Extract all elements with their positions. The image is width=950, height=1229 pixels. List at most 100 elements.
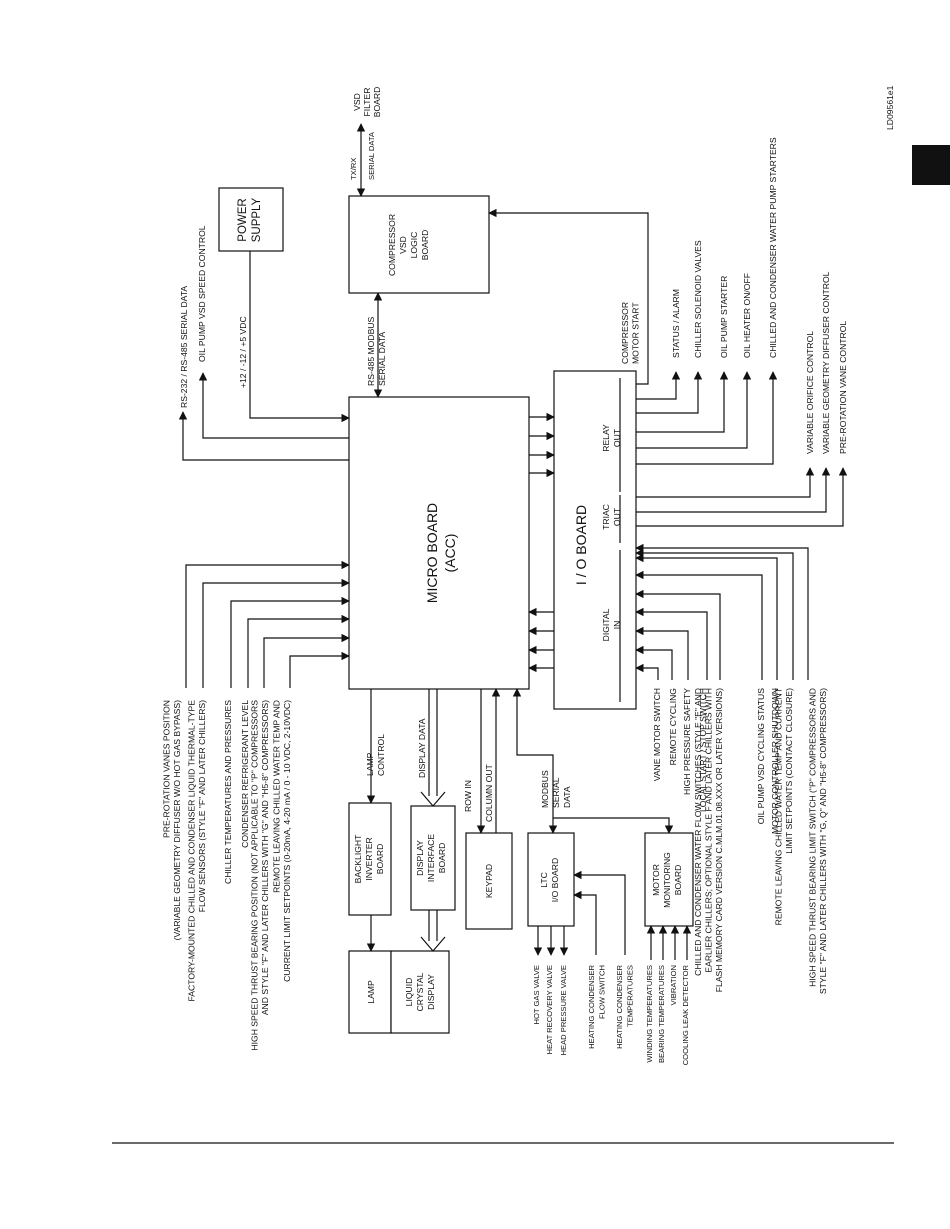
svg-text:CONTROL: CONTROL [376, 734, 386, 776]
backlight-inverter-label: BACKLIGHT INVERTER BOARD [353, 834, 385, 883]
motor-input-label: COOLING LEAK DETECTOR [681, 964, 690, 1065]
svg-text:VSD: VSD [398, 236, 408, 254]
svg-text:COMPRESSOR: COMPRESSOR [387, 214, 397, 276]
micro-input-label: CHILLER TEMPERATURES AND PRESSURES [223, 700, 233, 884]
triac-output-line [636, 467, 848, 527]
svg-text:(ACC): (ACC) [442, 534, 458, 573]
svg-text:LAMP: LAMP [365, 752, 375, 776]
display-data-label: DISPLAY DATA [417, 718, 427, 778]
display-interface-label: DISPLAY INTERFACE BOARD [415, 834, 447, 882]
micro-board-box [348, 396, 530, 690]
motor-input-label: BEARING TEMPERATURES [657, 965, 666, 1063]
digital-input-label-line: HIGH SPEED THRUST BEARING LIMIT SWITCH (… [808, 688, 818, 987]
relay-output-label-line: COMPRESSOR [620, 302, 630, 364]
micro-input-line [202, 578, 350, 688]
svg-text:INVERTER: INVERTER [364, 837, 374, 880]
ltc-input-label-line: FLOW SWITCH [598, 965, 607, 1019]
svg-text:BOARD: BOARD [372, 87, 382, 118]
svg-text:SERIAL: SERIAL [551, 777, 561, 808]
digital-input-line [635, 663, 659, 680]
relay-output-line [636, 371, 778, 465]
svg-text:DATA: DATA [562, 786, 572, 808]
digital-input-line [635, 607, 708, 680]
micro-input-label: CONDENSER REFRIGERANT LEVEL [240, 700, 250, 848]
digital-input-line [635, 548, 794, 680]
svg-text:LOGIC: LOGIC [409, 232, 419, 259]
lcd-label: LIQUID CRYSTAL DISPLAY [404, 972, 436, 1011]
svg-text:MODBUS: MODBUS [540, 770, 550, 808]
digital-input-label: HIGH PRESSURE SAFETY [682, 688, 692, 795]
micro-input-label-line: HIGH SPEED THRUST BEARING POSITION (NOT … [250, 700, 260, 1051]
svg-text:DIGITAL: DIGITAL [601, 608, 611, 641]
ltc-input-label-line: TEMPERATURES [626, 965, 635, 1027]
digital-input-label-line: REMOTE CYCLING [668, 688, 678, 766]
relay-output-label-line: CHILLED AND CONDENSER WATER PUMP STARTER… [768, 137, 778, 358]
svg-text:I/O BOARD: I/O BOARD [550, 858, 560, 902]
micro-input-label-line: AND STYLE "F" AND LATER CHILLERS WITH "G… [260, 700, 270, 1015]
micro-input-line [230, 596, 350, 688]
power-supply-box [218, 187, 284, 252]
micro-input-label-line: REMOTE LEAVING CHILLED WATER TEMP AND [272, 700, 282, 893]
triac-output-label-line: PRE-ROTATION VANE CONTROL [838, 321, 848, 454]
io-board-label: I / O BOARD [573, 505, 589, 585]
micro-input-label-line: PRE-ROTATION VANES POSITION [162, 700, 172, 838]
svg-text:TX/RX: TX/RX [349, 158, 358, 180]
svg-text:SERIAL DATA: SERIAL DATA [367, 131, 376, 180]
relay-output-label: STATUS / ALARM [671, 289, 681, 358]
svg-text:OUT: OUT [612, 507, 622, 526]
svg-text:+12 / -12 / +5 VDC: +12 / -12 / +5 VDC [238, 316, 248, 388]
relay-output-label-line: OIL PUMP STARTER [719, 276, 729, 358]
relay-output-line [636, 371, 752, 449]
relay-out-label: RELAY OUT [601, 424, 622, 452]
digital-input-label-line: HIGH PRESSURE SAFETY [682, 688, 692, 795]
svg-text:TRIAC: TRIAC [601, 504, 611, 530]
svg-text:OUT: OUT [612, 428, 622, 447]
digital-input-label-line: EARLIER CHILLERS; OPTIONAL STYLE F AND L… [704, 688, 714, 973]
triac-output-label-line: VARIABLE ORIFICE CONTROL [805, 331, 815, 454]
modbus-serial-label: MODBUS SERIAL DATA [540, 770, 572, 808]
digital-input-label-line: OIL PUMP VSD CYCLING STATUS [756, 688, 766, 825]
svg-text:RELAY: RELAY [601, 424, 611, 452]
row-in-label: ROW IN [463, 780, 473, 812]
ltc-input-label-line: HEATING CONDENSER [587, 964, 596, 1048]
relay-output-label: CHILLED AND CONDENSER WATER PUMP STARTER… [768, 137, 778, 358]
svg-text:MOTOR: MOTOR [651, 864, 661, 896]
micro-board-label: MICRO BOARD (ACC) [424, 503, 458, 603]
micro-input-line [247, 614, 350, 688]
triac-output-label-line: VARIABLE GEOMETRY DIFFUSER CONTROL [821, 271, 831, 454]
svg-text:SUPPLY: SUPPLY [251, 197, 263, 242]
relay-output-line [636, 371, 681, 400]
rs232-label: RS-232 / RS-485 SERIAL DATA [179, 286, 189, 408]
micro-input-label-line: FACTORY-MOUNTED CHILLED AND CONDENSER LI… [187, 700, 197, 1002]
power-supply-label: POWER SUPPLY [237, 197, 263, 242]
svg-text:INTERFACE: INTERFACE [426, 834, 436, 882]
keypad-box [465, 832, 513, 930]
display-interface-box [410, 805, 456, 911]
svg-text:RS-232 / RS-485 SERIAL DATA: RS-232 / RS-485 SERIAL DATA [179, 286, 189, 408]
svg-text:OIL PUMP VSD SPEED CONTROL: OIL PUMP VSD SPEED CONTROL [197, 225, 207, 362]
svg-text:COLUMN OUT: COLUMN OUT [484, 763, 494, 822]
svg-text:LTC: LTC [539, 872, 549, 888]
relay-output-label: OIL PUMP STARTER [719, 276, 729, 358]
relay-output-label-line: CHILLER SOLENOID VALVES [693, 240, 703, 358]
digital-input-label: MOTOR CONTROLLER SHUTDOWN [770, 688, 780, 834]
digital-input-label: REMOTE CYCLING [668, 688, 678, 766]
ltc-output-label-line: HEAD PRESSURE VALVE [559, 965, 568, 1055]
oil-pump-vsd-speed-label: OIL PUMP VSD SPEED CONTROL [197, 225, 207, 362]
keypad-label: KEYPAD [484, 864, 494, 898]
svg-text:CRYSTAL: CRYSTAL [415, 972, 425, 1011]
motor-input-label-line: WINDING TEMPERATURES [645, 965, 654, 1063]
triac-output-lines: VARIABLE ORIFICE CONTROL VARIABLE GEOMETR… [636, 271, 848, 527]
svg-text:BACKLIGHT: BACKLIGHT [353, 834, 363, 883]
vsd-filter-label: VSD FILTER BOARD [352, 87, 382, 118]
lamp-label: LAMP [366, 980, 376, 1004]
digital-input-label-line: VANE MOTOR SWITCH [652, 688, 662, 781]
digital-input-lines: VANE MOTOR SWITCH REMOTE CYCLING HIGH PRES… [635, 543, 828, 994]
digital-input-label-line: REMOTE LEAVING CHILLED WATER TEMP AND CU… [774, 687, 784, 925]
digital-input-label: REMOTE LEAVING CHILLED WATER TEMP AND CU… [774, 687, 795, 925]
column-out-label: COLUMN OUT [484, 763, 494, 822]
